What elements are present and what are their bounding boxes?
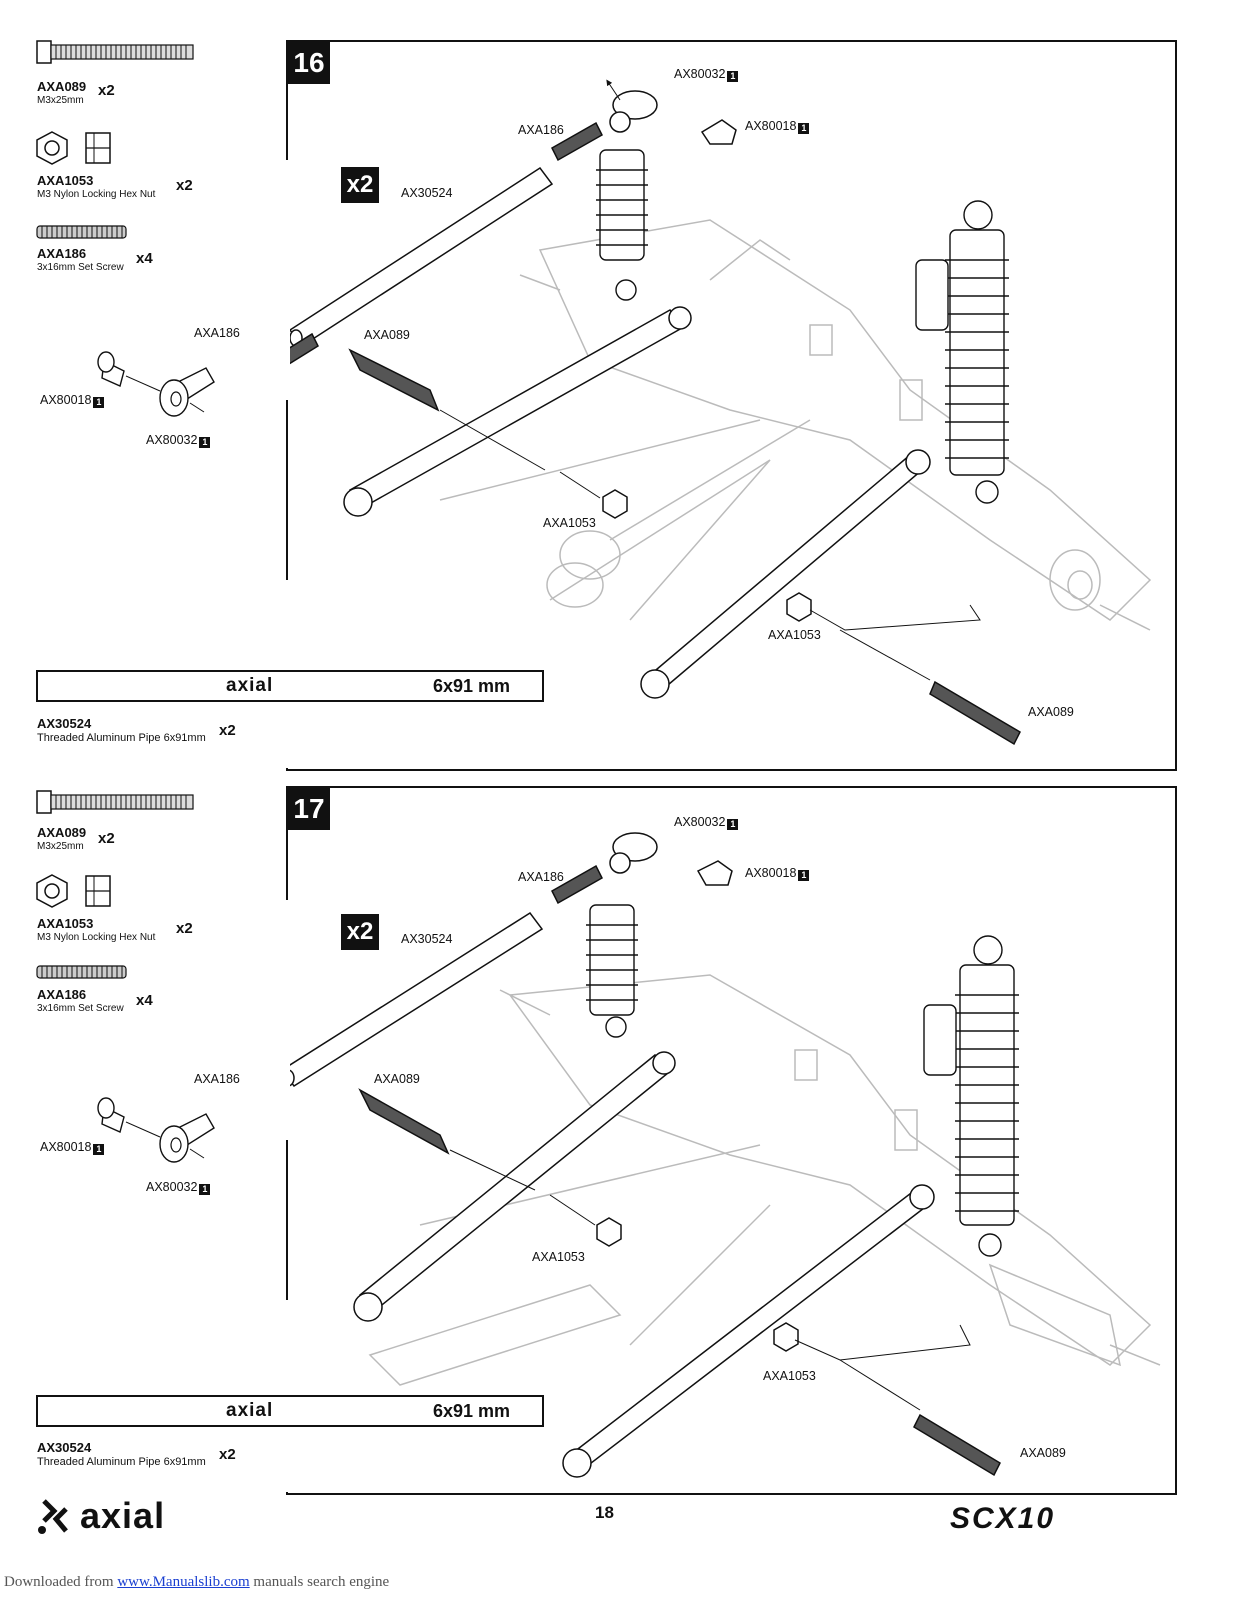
hex-nut-icon [36, 131, 111, 165]
part-quantity: x2 [98, 82, 115, 99]
part-number: AX30524 [37, 1440, 92, 1455]
part-number: AXA1053 [37, 916, 94, 931]
part-description: M3x25mm [37, 841, 84, 852]
assembly-diagram [290, 79, 1152, 746]
part-quantity: x2 [98, 830, 115, 847]
scx10-logo: SCX10 [950, 1502, 1056, 1535]
part-description: 3x16mm Set Screw [37, 1003, 124, 1014]
multiplier-badge: x2 [341, 167, 379, 203]
axial-logo-mark-icon [38, 1499, 68, 1534]
step-frame [286, 40, 1177, 771]
part-number: AXA186 [37, 987, 87, 1002]
callout-ax30524: AX30524 [401, 186, 453, 200]
axial-logo: axial [226, 675, 274, 696]
step-number: 17 [288, 788, 330, 830]
axial-logo: axial [226, 1400, 274, 1421]
callout-axa186: AXA186 [194, 1072, 240, 1086]
axial-logo: axial [80, 1495, 166, 1536]
rod-end-exploded [97, 1097, 215, 1163]
part-description: Threaded Aluminum Pipe 6x91mm [37, 1456, 206, 1468]
part-quantity: x2 [219, 722, 236, 739]
pipe-scale-drawing: axial 6x91 mm [36, 1395, 544, 1427]
callout-axa089: AXA089 [374, 1072, 420, 1086]
part-description: M3x25mm [37, 95, 84, 106]
part-number: AXA089 [37, 79, 87, 94]
part-description: 3x16mm Set Screw [37, 262, 124, 273]
callout-axa089: AXA089 [1028, 705, 1074, 719]
part-number: AXA186 [37, 246, 87, 261]
callout-axa1053: AXA1053 [768, 628, 821, 642]
part-number: AX30524 [37, 716, 92, 731]
part-quantity: x2 [219, 1446, 236, 1463]
step-frame [286, 786, 1177, 1495]
set-screw-icon [36, 965, 127, 979]
part-number: AXA1053 [37, 173, 94, 188]
part-description: M3 Nylon Locking Hex Nut [37, 932, 156, 943]
bolt-icon [36, 40, 194, 64]
callout-axa1053: AXA1053 [532, 1250, 585, 1264]
callout-ax30524: AX30524 [401, 932, 453, 946]
part-quantity: x2 [176, 920, 193, 937]
set-screw-icon [36, 225, 127, 239]
callout-axa186: AXA186 [518, 123, 564, 137]
pipe-scale-drawing: axial 6x91 mm [36, 670, 544, 702]
part-description: M3 Nylon Locking Hex Nut [37, 189, 156, 200]
part-quantity: x4 [136, 250, 153, 267]
callout-axa186: AXA186 [518, 870, 564, 884]
rod-end-exploded [97, 351, 215, 417]
callout-axa089: AXA089 [1020, 1446, 1066, 1460]
callout-axa1053: AXA1053 [543, 516, 596, 530]
manualslib-link[interactable]: www.Manualslib.com [117, 1574, 250, 1590]
callout-axa1053: AXA1053 [763, 1369, 816, 1383]
callout-axa089: AXA089 [364, 328, 410, 342]
download-credit: Downloaded from www.Manualslib.com manua… [4, 1574, 390, 1590]
part-quantity: x4 [136, 992, 153, 1009]
multiplier-badge: x2 [341, 914, 379, 950]
pipe-length-label: 6x91 mm [433, 1401, 511, 1421]
bolt-icon [36, 790, 194, 814]
part-number: AXA089 [37, 825, 87, 840]
step-number: 16 [288, 42, 330, 84]
callout-axa186: AXA186 [194, 326, 240, 340]
part-quantity: x2 [176, 177, 193, 194]
page-number: 18 [595, 1503, 614, 1522]
pipe-length-label: 6x91 mm [433, 676, 511, 696]
assembly-diagram [290, 832, 1161, 1478]
hex-nut-icon [36, 874, 111, 908]
part-description: Threaded Aluminum Pipe 6x91mm [37, 732, 206, 744]
